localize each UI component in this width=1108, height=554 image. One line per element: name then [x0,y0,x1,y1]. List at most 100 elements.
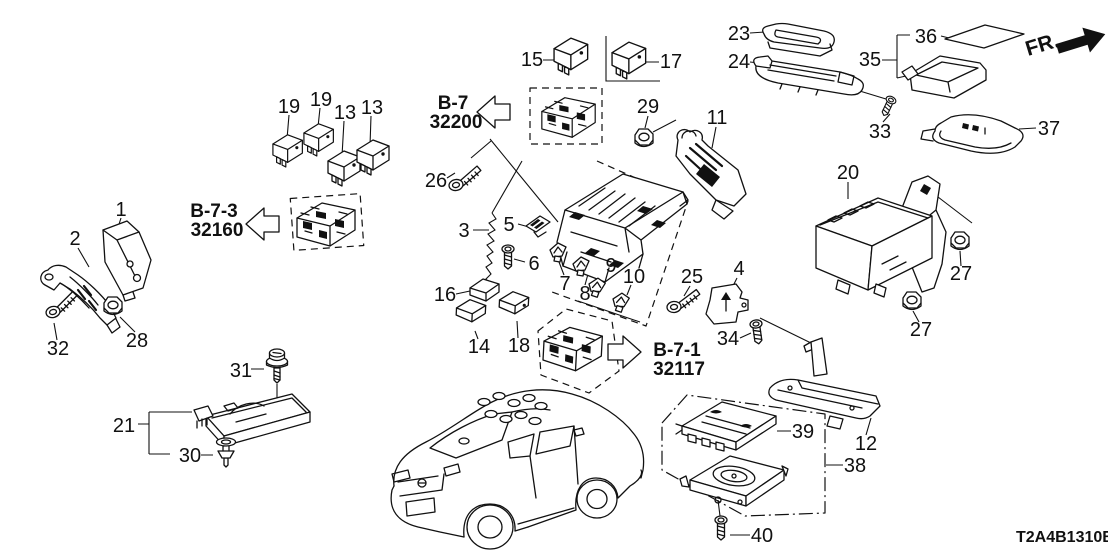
part-label-14: 14 [468,336,490,358]
part-label-31: 31 [230,360,252,382]
cover-24 [753,55,864,96]
cover-23 [762,22,835,57]
bolt-31 [265,348,289,384]
nut-29 [634,128,654,148]
fr-arrow-icon [1056,27,1106,54]
ref-b7-3-line1: B-7-3 [190,201,238,222]
label-sheet-36 [944,24,1025,49]
part-label-39: 39 [792,421,814,443]
part-label-26: 26 [425,170,447,192]
clip-10 [610,291,631,314]
part-label-19: 19 [310,89,332,111]
part-label-6: 6 [528,253,539,275]
diagram-code: T2A4B1310B [1016,529,1108,546]
screw-40 [714,515,728,541]
part-label-17: 17 [660,51,682,73]
ref-b7-line2: 32200 [430,112,483,133]
part-label-2: 2 [69,228,80,250]
part-label-37: 37 [1038,118,1060,140]
part-label-28: 28 [126,330,148,352]
connector-14 [455,298,487,324]
ref-b7-1-line1: B-7-1 [653,340,701,361]
ref-b7-3: B-7-3 32160 [190,201,280,241]
fr-indicator: FR. [1023,27,1106,61]
relay-19-a [272,134,303,168]
ref-b7-1-line2: 32117 [653,359,705,380]
part-label-27: 27 [910,319,932,341]
clip-30 [215,437,237,468]
relay-13-a [327,150,361,187]
ecu-38 [679,455,789,507]
cover-35 [901,55,987,99]
fuse-5 [525,215,551,238]
fr-label: FR. [1023,29,1062,61]
part-label-38: 38 [844,455,866,477]
ref-arrow-left-icon [245,207,280,241]
screw-32 [41,290,82,320]
part-label-24: 24 [728,51,750,73]
relay-15 [553,37,589,76]
part-label-12: 12 [855,433,877,455]
relay-17 [611,41,647,80]
ref-b7-line1: B-7 [438,93,469,114]
part-label-1: 1 [115,199,126,221]
part-1-bracket [102,220,152,302]
bracket-12 [768,337,881,430]
relay-block-b7-1 [541,325,604,373]
part-label-34: 34 [717,328,739,350]
ref-b7: B-7 32200 [430,93,511,133]
part-label-27: 27 [950,263,972,285]
relay-19-b [303,123,334,157]
nut-27-a [950,231,970,251]
ecu-39 [675,401,777,452]
part-label-29: 29 [637,96,659,118]
part-label-18: 18 [508,335,530,357]
relay-block-b7 [541,97,596,138]
screw-34 [748,318,766,346]
part-label-3: 3 [458,220,469,242]
part-label-25: 25 [681,266,703,288]
part-label-32: 32 [47,338,69,360]
part-label-23: 23 [728,23,750,45]
bracket-11 [675,128,747,220]
nut-27-b [902,291,922,311]
part-label-16: 16 [434,284,456,306]
part-label-33: 33 [869,121,891,143]
ref-arrow-right-icon [607,335,642,369]
bracket-4 [705,283,749,325]
part-label-9: 9 [605,255,616,277]
car-illustration [390,389,645,550]
part-label-5: 5 [503,214,514,236]
module-20 [815,175,947,298]
screw-26 [445,164,485,193]
part-label-40: 40 [751,525,773,547]
part-label-13: 13 [361,97,383,119]
connector-18 [498,290,530,316]
part-label-20: 20 [837,162,859,184]
ref-b7-3-line2: 32160 [191,220,244,241]
part-label-13: 13 [334,102,356,124]
screw-25 [664,288,703,314]
part-2-bracket [40,264,121,334]
part-label-8: 8 [579,283,590,305]
connector-16 [469,278,500,302]
module-21 [193,393,311,447]
part-label-4: 4 [733,258,744,280]
relay-13-b [356,139,390,176]
part-label-7: 7 [559,273,570,295]
part-label-19: 19 [278,96,300,118]
car-mounted-parts [458,391,548,445]
part-label-15: 15 [521,49,543,71]
main-fuse-box [556,173,689,283]
part-label-10: 10 [623,266,645,288]
part-label-21: 21 [113,415,135,437]
screw-6 [501,244,515,270]
cover-37 [920,114,1024,154]
part-label-11: 11 [707,107,728,129]
ref-b7-1: B-7-1 32117 [607,335,705,380]
part-label-30: 30 [179,445,201,467]
relay-block-b7-3 [296,202,356,247]
